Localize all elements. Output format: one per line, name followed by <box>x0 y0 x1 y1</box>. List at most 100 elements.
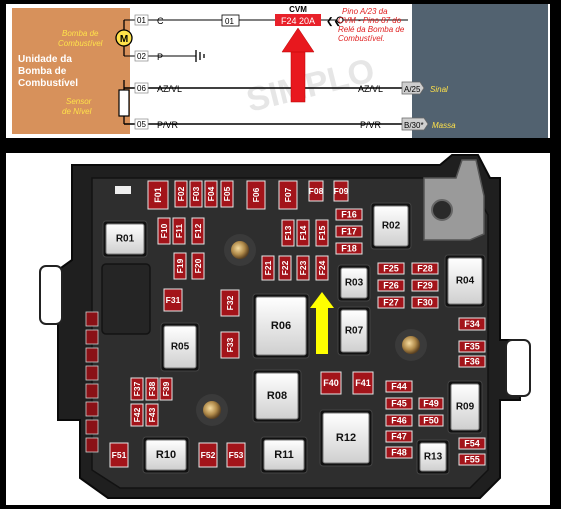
fuse-f34: F34 <box>458 317 486 331</box>
fuse-label: F10 <box>159 223 169 238</box>
terminal-icon <box>336 16 344 24</box>
pump-motor-icon <box>115 29 133 47</box>
relay-label: R08 <box>267 390 287 402</box>
connector-a25 <box>401 81 425 95</box>
fuse-body <box>220 331 240 359</box>
relay-label: R11 <box>274 449 294 461</box>
pump-label: Bomba de Combustível <box>58 29 103 48</box>
fuse-label: F39 <box>161 381 171 396</box>
fuse-f09: F09 <box>333 180 349 202</box>
relay-label: R01 <box>116 234 135 245</box>
mini-fuse-strip <box>85 311 99 453</box>
cvm-fuse-box <box>275 14 321 26</box>
fuse-body <box>377 262 405 275</box>
pin-wire-label: P <box>157 52 163 62</box>
fuse-body <box>130 377 144 401</box>
fuse-f07: F07 <box>278 180 298 210</box>
fuse-body <box>226 442 246 468</box>
relay-body <box>373 205 409 247</box>
fuse-body <box>458 340 486 353</box>
fuse-label: F20 <box>193 258 203 273</box>
housing-tab-left <box>39 265 63 325</box>
fuse-label: F02 <box>176 186 186 201</box>
fuse-label: F31 <box>166 295 181 305</box>
fuse-f43: F43 <box>145 403 159 427</box>
fuse-label: F52 <box>201 450 216 460</box>
fuse-body <box>385 414 413 427</box>
fuse-f06: F06 <box>246 180 266 210</box>
left-panel <box>101 263 151 335</box>
relay-body <box>447 257 483 305</box>
connector-pin-label: B/30* <box>404 121 424 130</box>
fuse-f44: F44 <box>385 380 413 393</box>
fuse-f49: F49 <box>418 397 444 410</box>
fuse-body <box>157 217 171 245</box>
fuse-body <box>278 255 292 281</box>
schematic-side-panel <box>412 4 548 138</box>
fuse-body <box>458 355 486 368</box>
relay-body <box>263 439 305 471</box>
fuse-body <box>147 180 169 210</box>
fuse-body <box>281 219 295 247</box>
fuse-body <box>261 255 275 281</box>
fuse-f52: F52 <box>198 442 218 468</box>
fuse-label: F03 <box>191 186 201 201</box>
level-sensor-icon <box>118 89 130 117</box>
fuse-label: F24 <box>317 260 327 275</box>
fuse-body <box>204 180 218 208</box>
right-wire-label: P/VR <box>360 120 382 130</box>
fuse-f10: F10 <box>157 217 171 245</box>
fuse-body <box>320 371 342 395</box>
fuse-f26: F26 <box>377 279 405 292</box>
plug-icon: ❮❮ <box>326 16 341 27</box>
fuse-body <box>198 442 218 468</box>
latch-slot <box>115 186 131 194</box>
fuse-label: F04 <box>206 186 216 201</box>
red-arrow-icon <box>281 27 315 103</box>
fuse-body <box>385 380 413 393</box>
relay-body <box>419 442 447 472</box>
relay-r01: R01 <box>102 220 148 258</box>
fuse-label: F27 <box>383 298 399 308</box>
fuse-label: F05 <box>222 186 232 201</box>
battery-post-hole <box>431 199 453 221</box>
fuse-body <box>458 437 486 450</box>
fuse-label: F51 <box>112 450 127 460</box>
relay-label: R04 <box>456 276 475 287</box>
relay-body <box>255 372 299 420</box>
pin-wire-label: P/VR <box>157 120 179 130</box>
pin-wires: 01 C 02 P 06 AZ/VL 05 P/VR <box>124 14 408 130</box>
fuse-body <box>315 219 329 247</box>
mini-fuse-slot <box>85 311 99 327</box>
relay-label: R09 <box>456 402 475 413</box>
relay-body <box>450 383 480 431</box>
right-wire-label: AZ/VL <box>358 84 383 94</box>
cvm-label: CVM <box>289 5 307 14</box>
fuse-f14: F14 <box>296 219 310 247</box>
fuse-f54: F54 <box>458 437 486 450</box>
fuse-f45: F45 <box>385 397 413 410</box>
fuse-body <box>377 279 405 292</box>
fuse-label: F48 <box>391 448 407 458</box>
cvm-fuse-label: F24 20A <box>281 16 315 26</box>
fuse-f31: F31 <box>163 288 183 312</box>
relay-r04: R04 <box>444 254 486 308</box>
fuse-f53: F53 <box>226 442 246 468</box>
connector-pin-label: A/25 <box>404 85 421 94</box>
fuse-f39: F39 <box>159 377 173 401</box>
fuse-body <box>130 403 144 427</box>
relay-r08: R08 <box>252 369 302 423</box>
fuse-body <box>189 180 203 208</box>
fuse-f51: F51 <box>109 442 129 468</box>
relay-body <box>322 412 370 464</box>
fuse-label: F34 <box>464 319 480 329</box>
relay-r03: R03 <box>337 264 371 302</box>
fuse-label: F08 <box>309 186 324 196</box>
relay-label: R10 <box>156 449 176 461</box>
fuse-f47: F47 <box>385 430 413 443</box>
fuse-f19: F19 <box>173 252 187 280</box>
fuse-label: F11 <box>174 224 184 238</box>
relay-label: R12 <box>336 432 356 444</box>
fuse-label: F54 <box>464 439 480 449</box>
